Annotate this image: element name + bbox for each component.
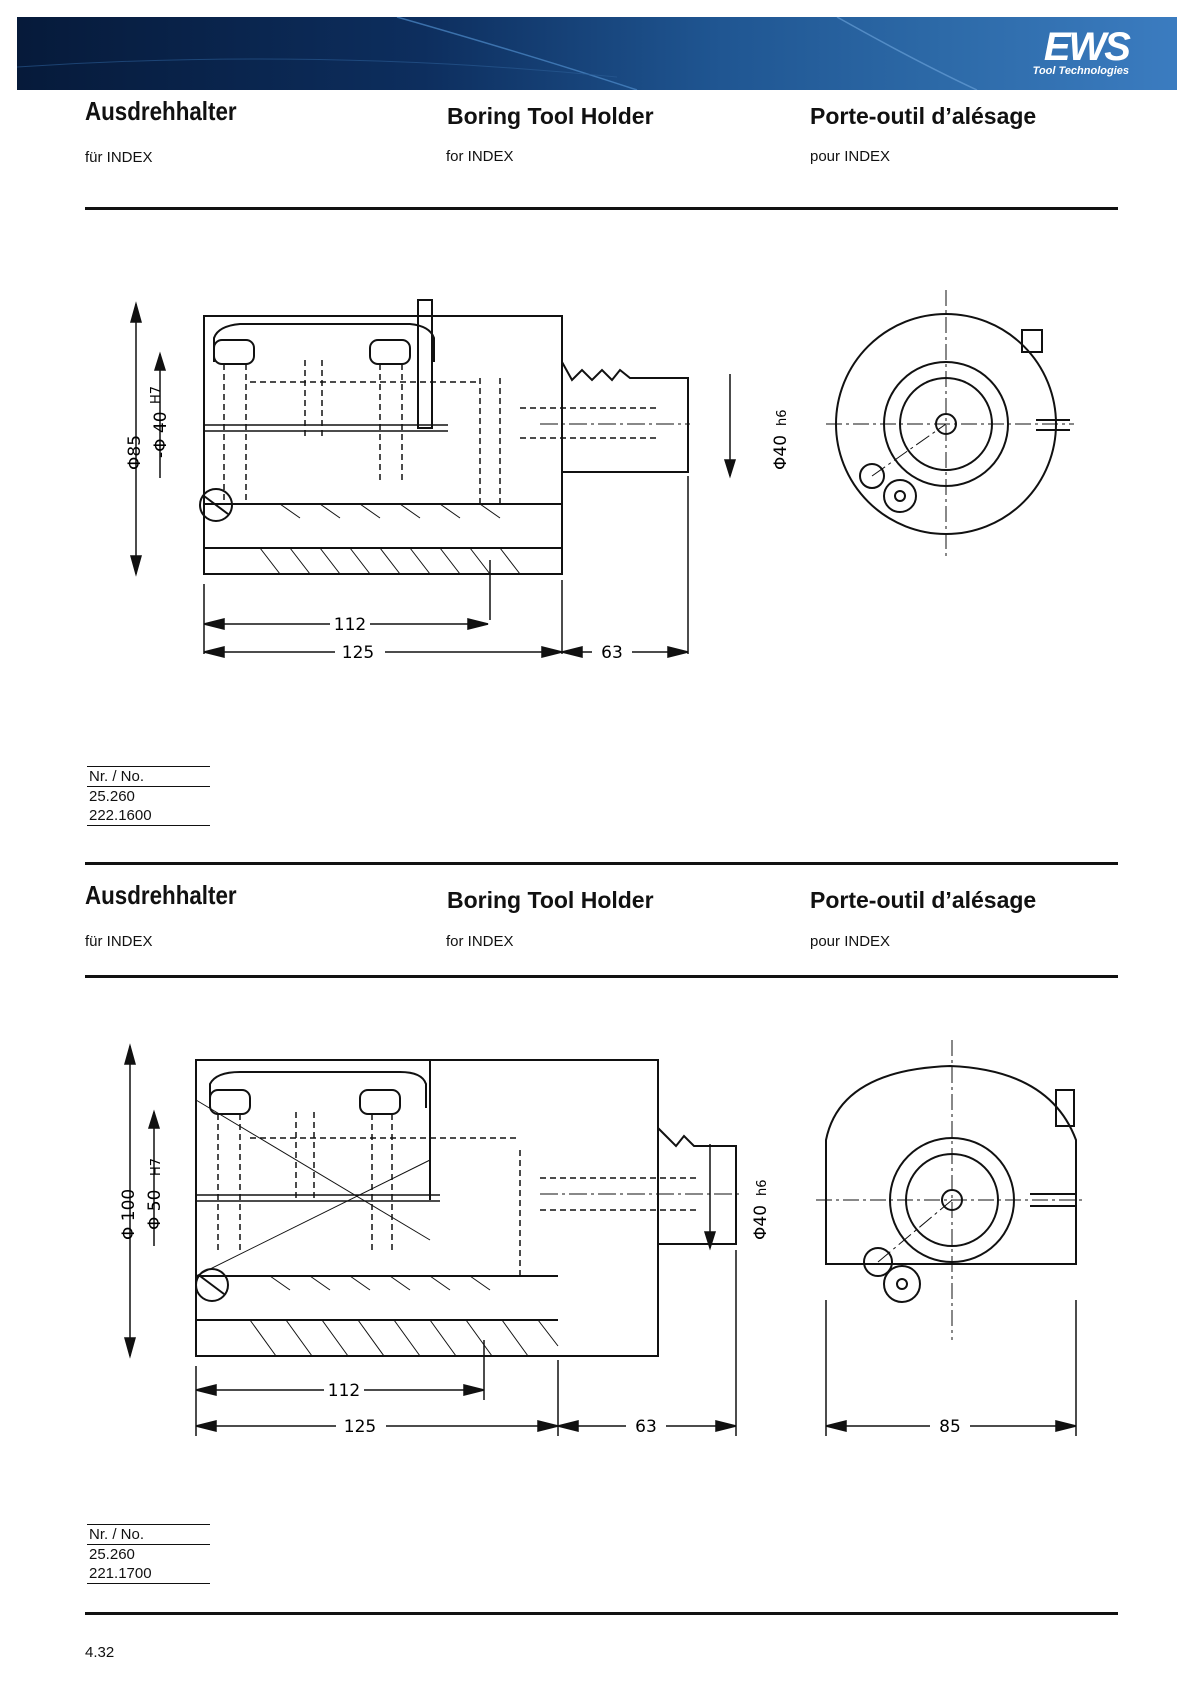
- s1-nr-label: Nr. / No.: [89, 768, 145, 785]
- s2-clamp-bar: [209, 1071, 427, 1108]
- s1-dim-shank: Φ40: [771, 435, 791, 470]
- s1-nr-value-2: 222.1600: [89, 807, 152, 824]
- section2-top-rule: [85, 975, 1118, 978]
- s2-dim-shank-tol: h6: [755, 1179, 770, 1196]
- s2-dim-85: 85: [939, 1417, 961, 1437]
- header-banner: EWS Tool Technologies: [17, 17, 1177, 90]
- s1-side-view: [835, 313, 1070, 535]
- s2-nr-value-2: 221.1700: [89, 1565, 152, 1582]
- s2-nr-value-1: 25.260: [89, 1546, 135, 1563]
- section2-sub-fr: pour INDEX: [810, 933, 891, 950]
- s2-nr-label: Nr. / No.: [89, 1526, 145, 1543]
- section2-nr-block: Nr. / No. 25.260 221.1700: [87, 1524, 210, 1584]
- banner-decoration: [17, 17, 978, 90]
- s1-clamp-bar: [213, 323, 435, 362]
- s1-dim-125: 125: [342, 643, 374, 663]
- s1-hatching: [259, 503, 521, 575]
- section2-sub-en: for INDEX: [446, 933, 514, 950]
- s1-holder-body: [203, 315, 563, 575]
- page-number: 4.32: [85, 1644, 115, 1661]
- s2-dim-outer: Φ 100: [119, 1189, 139, 1240]
- s1-dim-bore-tol: H7: [149, 386, 164, 404]
- s2-hatching: [249, 1275, 559, 1357]
- section1-top-rule: [85, 207, 1118, 210]
- s1-nr-value-1: 25.260: [89, 788, 135, 805]
- s2-dim-bore: Φ 50: [145, 1190, 165, 1230]
- s1-shank: [561, 361, 689, 473]
- s2-dim-shank: Φ40: [751, 1205, 771, 1240]
- section2-drawing: 112 125 63 85 Φ 100 Φ 50 H7 Φ40 h6: [119, 1040, 1086, 1437]
- section1-sub-en: for INDEX: [446, 148, 514, 165]
- s2-dim-112: 112: [328, 1381, 360, 1401]
- s2-dim-125: 125: [344, 1417, 376, 1437]
- s2-dim-bore-tol: H7: [149, 1158, 164, 1176]
- s1-dim-outer: Φ85: [125, 435, 145, 470]
- s1-dim-bore: -Φ 40: [151, 411, 171, 458]
- section2-title-de: Ausdrehhalter: [85, 880, 237, 910]
- logo-mark: EWS: [1043, 25, 1131, 69]
- logo-subtitle: Tool Technologies: [1032, 65, 1129, 77]
- s2-shank: [657, 1127, 737, 1245]
- section1-title-en: Boring Tool Holder: [447, 103, 654, 129]
- s1-dim-63: 63: [601, 643, 623, 663]
- section2-sub-de: für INDEX: [85, 933, 153, 950]
- section-divider: [85, 862, 1118, 865]
- section1-sub-de: für INDEX: [85, 149, 153, 166]
- footer-rule: [85, 1612, 1118, 1615]
- section1-drawing: 112 125 63 Φ85 -Φ 40 H7 Φ40 h6: [125, 290, 1074, 663]
- section2-title-en: Boring Tool Holder: [447, 887, 654, 913]
- section1-title-de: Ausdrehhalter: [85, 96, 237, 126]
- section1-title-fr: Porte-outil d’alésage: [810, 103, 1037, 129]
- s1-dim-112: 112: [334, 615, 366, 635]
- s1-dim-shank-tol: h6: [775, 409, 790, 426]
- section1-nr-block: Nr. / No. 25.260 222.1600: [87, 766, 210, 826]
- ews-logo: EWS Tool Technologies: [1032, 25, 1131, 77]
- section2-title-fr: Porte-outil d’alésage: [810, 887, 1037, 913]
- s2-dim-63: 63: [635, 1417, 657, 1437]
- s2-side-view: [825, 1064, 1077, 1303]
- section1-sub-fr: pour INDEX: [810, 148, 891, 165]
